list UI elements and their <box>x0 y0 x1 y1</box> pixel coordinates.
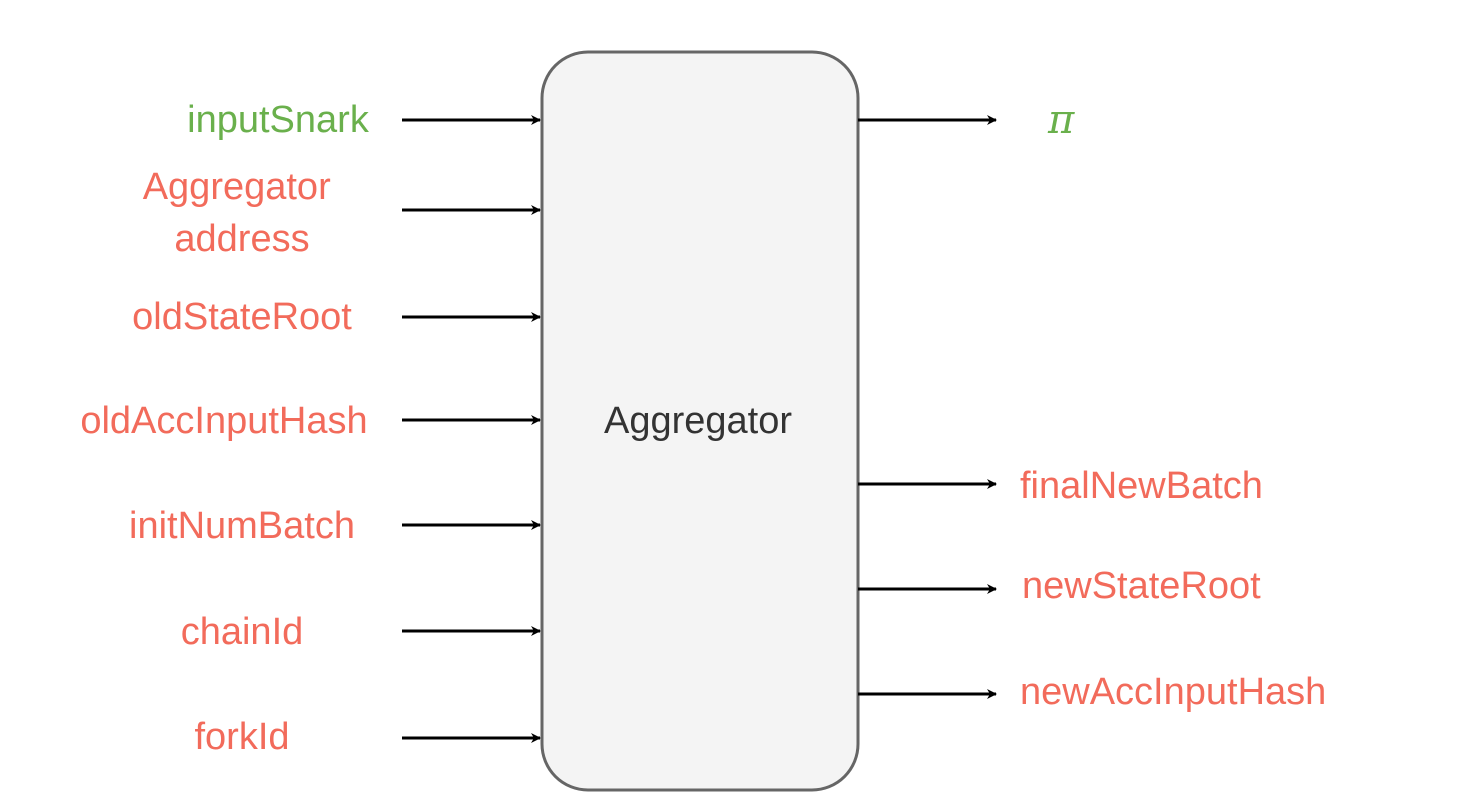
input-label-line: forkId <box>194 716 289 758</box>
aggregator-node[interactable]: Aggregator <box>540 50 860 792</box>
output-label-new-state-root: newStateRoot <box>1022 565 1261 607</box>
output-final-new-batch: finalNewBatch <box>858 465 1263 507</box>
input-input-snark: inputSnark <box>187 99 541 141</box>
output-pi: π <box>858 97 1075 143</box>
input-old-state-root: oldStateRoot <box>132 296 541 338</box>
input-init-num-batch: initNumBatch <box>129 505 541 547</box>
output-new-acc-input-hash: newAccInputHash <box>858 671 1326 713</box>
output-label-pi: π <box>1047 97 1075 143</box>
input-chain-id: chainId <box>181 611 541 653</box>
input-label-line: oldStateRoot <box>132 296 352 338</box>
input-label-init-num-batch: initNumBatch <box>129 505 355 547</box>
input-signals: inputSnark Aggregator address oldStateRo… <box>80 99 541 758</box>
input-label-old-acc-input-hash: oldAccInputHash <box>80 400 367 442</box>
input-label-line: oldAccInputHash <box>80 400 367 442</box>
aggregator-box[interactable] <box>540 50 860 792</box>
input-label-line: inputSnark <box>187 99 370 141</box>
input-label-aggregator-address: Aggregator address <box>143 166 342 260</box>
input-label-line: Aggregator <box>143 166 331 208</box>
input-label-old-state-root: oldStateRoot <box>132 296 352 338</box>
input-label-chain-id: chainId <box>181 611 304 653</box>
input-old-acc-input-hash: oldAccInputHash <box>80 400 541 442</box>
input-fork-id: forkId <box>194 716 541 758</box>
input-aggregator-address: Aggregator address <box>143 166 541 260</box>
output-new-state-root: newStateRoot <box>858 565 1261 607</box>
input-label-input-snark: inputSnark <box>187 99 370 141</box>
output-label-new-acc-input-hash: newAccInputHash <box>1020 671 1326 713</box>
input-label-fork-id: forkId <box>194 716 289 758</box>
input-label-line: initNumBatch <box>129 505 355 547</box>
output-signals: π finalNewBatch newStateRoot newAccInput… <box>858 97 1326 713</box>
aggregator-label: Aggregator <box>604 400 792 442</box>
input-label-line: chainId <box>181 611 304 653</box>
input-label-line: address <box>174 218 309 260</box>
output-label-final-new-batch: finalNewBatch <box>1020 465 1263 507</box>
